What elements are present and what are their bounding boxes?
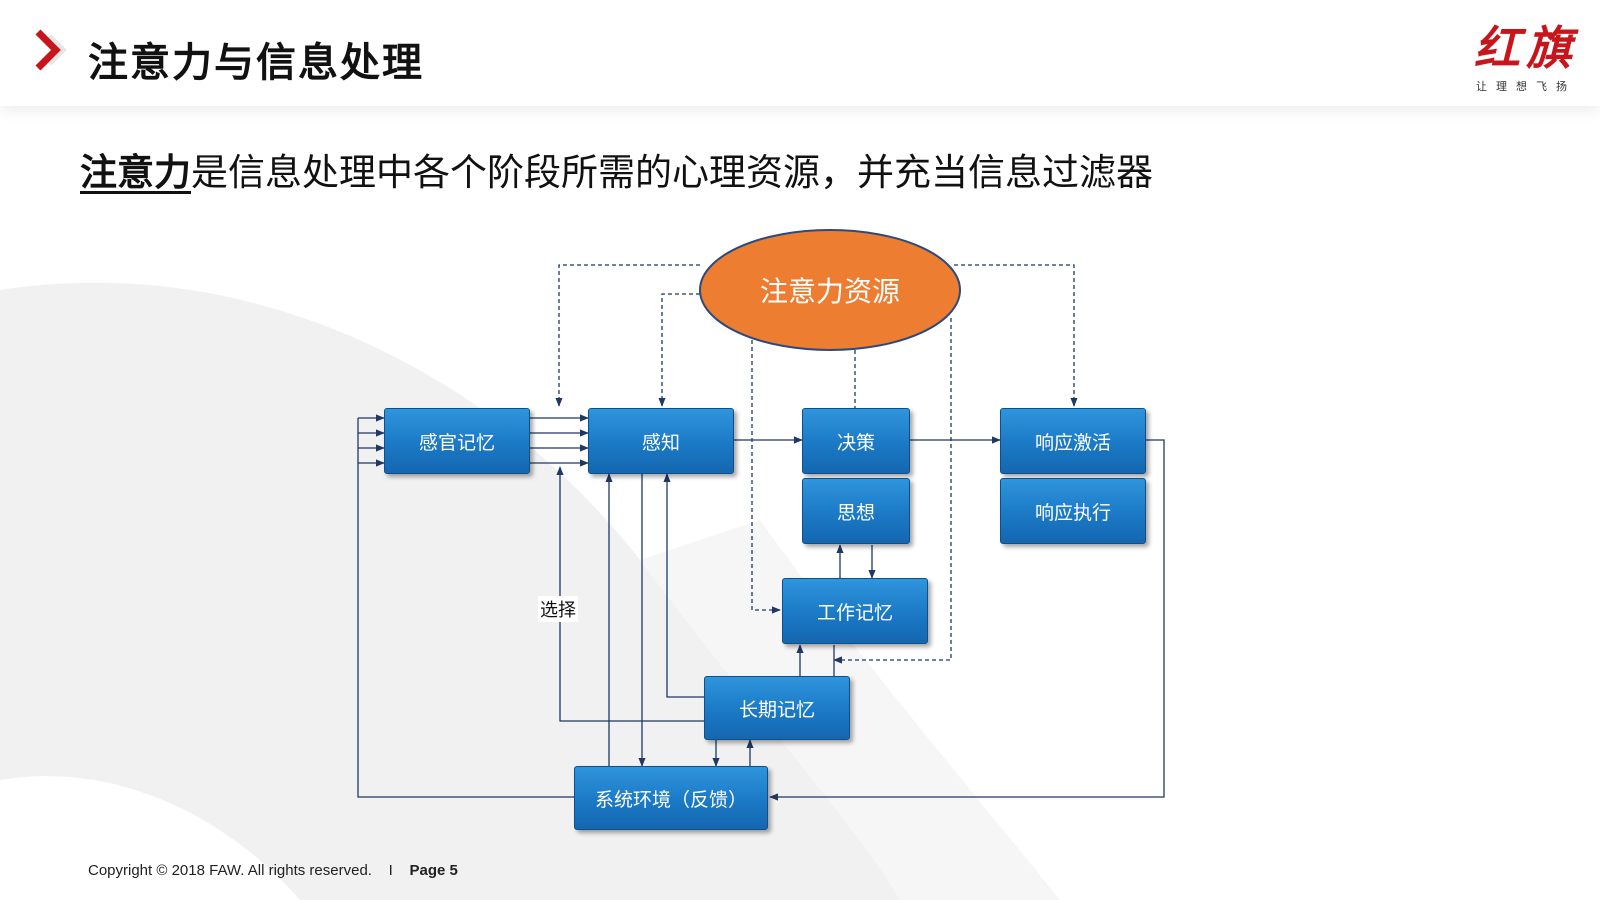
brand-logo: 红旗 <box>1474 21 1578 75</box>
thought-box: 思想 <box>802 478 910 544</box>
footer-separator: I <box>388 862 393 879</box>
header-bar: 注意力与信息处理 红旗 让理想飞扬 <box>0 0 1600 106</box>
brand-slogan: 让理想飞扬 <box>1476 80 1576 93</box>
response-activation-box: 响应激活 <box>1000 408 1146 474</box>
attention-resource-ellipse <box>699 229 961 351</box>
selection-label: 选择 <box>538 596 578 622</box>
working-memory-box: 工作记忆 <box>782 578 928 644</box>
attention-resource-label: 注意力资源 <box>759 275 900 308</box>
subtitle-text: 是信息处理中各个阶段所需的心理资源，并充当信息过滤器 <box>191 151 1153 194</box>
decision-box: 决策 <box>802 408 910 474</box>
system-environment-box: 系统环境（反馈） <box>574 766 768 830</box>
page-number: Page 5 <box>409 862 458 879</box>
chevron-right-icon <box>35 29 67 71</box>
response-execution-box: 响应执行 <box>1000 478 1146 544</box>
subtitle: 注意力是信息处理中各个阶段所需的心理资源，并充当信息过滤器 <box>80 142 1153 196</box>
page-title: 注意力与信息处理 <box>88 40 424 86</box>
long-term-memory-box: 长期记忆 <box>704 676 850 740</box>
copyright-text: Copyright © 2018 FAW. All rights reserve… <box>88 862 372 879</box>
subtitle-emphasis: 注意力 <box>80 151 191 194</box>
footer: Copyright © 2018 FAW. All rights reserve… <box>88 862 458 879</box>
sensory-memory-box: 感官记忆 <box>384 408 530 474</box>
perception-box: 感知 <box>588 408 734 474</box>
